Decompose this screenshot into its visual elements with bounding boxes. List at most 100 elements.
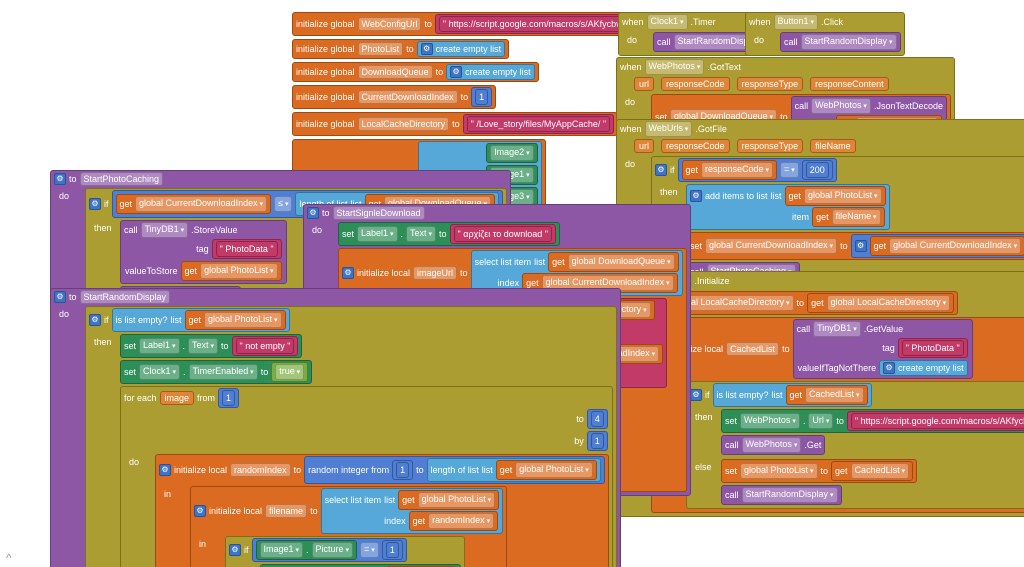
text-string-block[interactable]: https://script.google.com/macros/s/AKfyc… bbox=[850, 413, 1024, 429]
dropdown-field[interactable]: CachedList bbox=[726, 342, 780, 356]
text-string-block[interactable]: not empty bbox=[235, 338, 295, 354]
mutator-icon[interactable] bbox=[194, 505, 206, 517]
event-parameter[interactable]: responseType bbox=[736, 77, 804, 91]
mutator-icon[interactable] bbox=[655, 164, 667, 176]
dropdown-field[interactable]: global PhotoList bbox=[740, 463, 818, 479]
dropdown-field[interactable]: CachedList bbox=[805, 387, 864, 403]
dropdown-field[interactable]: TimerEnabled bbox=[188, 364, 258, 380]
dropdown-field[interactable]: global DownloadQueue bbox=[567, 254, 675, 270]
dropdown-field[interactable]: global PhotoList bbox=[200, 263, 278, 279]
image1-picture-getter[interactable]: Image1.Picture bbox=[255, 540, 357, 560]
dropdown-field[interactable]: Button1 bbox=[773, 14, 819, 30]
number-block[interactable]: 1 bbox=[222, 390, 236, 406]
dropdown-field[interactable]: Clock1 bbox=[139, 364, 180, 380]
dropdown-field[interactable]: StartRandomDisplay bbox=[79, 290, 171, 304]
mutator-icon[interactable] bbox=[89, 198, 101, 210]
call-tinydb1-storevalue[interactable]: callTinyDB1.StoreValuetagPhotoDatavalueT… bbox=[120, 220, 287, 284]
set-webphotos-url[interactable]: setWebPhotos.Urltohttps://script.google.… bbox=[721, 409, 1024, 433]
dropdown-field[interactable]: DownloadQueue bbox=[357, 65, 433, 79]
webphotos-url-string[interactable]: https://script.google.com/macros/s/AKfyc… bbox=[846, 411, 1024, 431]
mutator-icon[interactable] bbox=[883, 362, 896, 374]
dropdown-field[interactable]: fileName bbox=[831, 209, 881, 225]
number-block[interactable]: 1 bbox=[475, 89, 489, 105]
dropdown-field[interactable]: PhotoList bbox=[357, 42, 404, 56]
true-block[interactable]: true bbox=[271, 362, 309, 382]
number-block[interactable]: 1 bbox=[385, 542, 399, 558]
component-image2[interactable]: Image2 bbox=[486, 143, 538, 163]
dropdown-field[interactable]: global LocalCacheDirectory bbox=[670, 295, 794, 311]
dropdown-field[interactable]: global CurrentDownloadIndex bbox=[135, 196, 268, 212]
dropdown-field[interactable]: filename bbox=[265, 504, 308, 518]
create-empty-list[interactable]: create empty list bbox=[416, 41, 506, 57]
mutator-icon[interactable] bbox=[89, 314, 101, 326]
dropdown-field[interactable]: CurrentDownloadIndex bbox=[357, 90, 458, 104]
call-tinydb1-getvalue[interactable]: callTinyDB1.GetValuetagPhotoDatavalueIfT… bbox=[792, 319, 973, 379]
for-each-image[interactable]: for eachimagefrom1to4by1doinitialize loc… bbox=[120, 386, 613, 567]
event-parameter[interactable]: responseCode bbox=[661, 139, 730, 153]
collapse-chevron-icon[interactable]: ^ bbox=[6, 551, 12, 565]
cache-dir-value[interactable]: /Love_story/files/MyAppCache/ bbox=[462, 114, 615, 134]
dropdown-field[interactable]: ≤ bbox=[274, 196, 293, 212]
event-parameter[interactable]: fileName bbox=[810, 139, 856, 153]
text-string-block[interactable]: /Love_story/files/MyAppCache/ bbox=[466, 116, 611, 132]
dropdown-field[interactable]: global PhotoList bbox=[417, 492, 496, 508]
dropdown-field[interactable]: Text bbox=[406, 226, 437, 242]
event-parameter[interactable]: url bbox=[634, 139, 655, 153]
dropdown-field[interactable]: randomIndex bbox=[428, 513, 495, 529]
number-block[interactable]: 1 bbox=[396, 462, 410, 478]
dropdown-field[interactable]: Picture bbox=[311, 542, 353, 558]
dropdown-field[interactable]: = bbox=[360, 542, 379, 558]
number-block[interactable]: 1 bbox=[471, 87, 493, 107]
number-4[interactable]: 4 bbox=[586, 409, 608, 429]
number-1[interactable]: 1 bbox=[586, 431, 608, 451]
init-global-downloadqueue[interactable]: initialize globalDownloadQueuetocreate e… bbox=[292, 62, 539, 82]
dropdown-field[interactable]: randomIndex bbox=[230, 463, 291, 477]
dropdown-field[interactable]: CachedList bbox=[850, 463, 910, 479]
dropdown-field[interactable]: TinyDB1 bbox=[813, 321, 861, 337]
dropdown-field[interactable]: global PhotoList bbox=[515, 462, 593, 478]
mutator-icon[interactable] bbox=[420, 43, 433, 55]
to-startrandomdisplay[interactable]: toStartRandomDisplaydoifis list empty?li… bbox=[50, 288, 621, 567]
mutator-icon[interactable] bbox=[690, 389, 702, 401]
create-empty-list[interactable]: create empty list bbox=[879, 360, 968, 376]
mutator-icon[interactable] bbox=[450, 66, 463, 78]
mutator-icon[interactable] bbox=[159, 464, 171, 476]
number-1[interactable]: 1 bbox=[381, 540, 403, 560]
equals-block[interactable]: Image1.Picture= 1 bbox=[251, 538, 407, 562]
number-1[interactable]: 1 bbox=[392, 460, 414, 480]
dropdown-field[interactable]: Clock1 bbox=[646, 14, 688, 30]
mutator-icon[interactable] bbox=[54, 173, 66, 185]
photodata-string[interactable]: PhotoData bbox=[897, 338, 968, 358]
dropdown-field[interactable]: Label1 bbox=[357, 226, 398, 242]
dropdown-field[interactable]: Image2 bbox=[490, 145, 534, 161]
dropdown-field[interactable]: WebPhotos bbox=[644, 59, 705, 75]
text-string-block[interactable]: PhotoData bbox=[215, 241, 278, 257]
dropdown-field[interactable]: StartRandomDisplay bbox=[800, 34, 897, 50]
